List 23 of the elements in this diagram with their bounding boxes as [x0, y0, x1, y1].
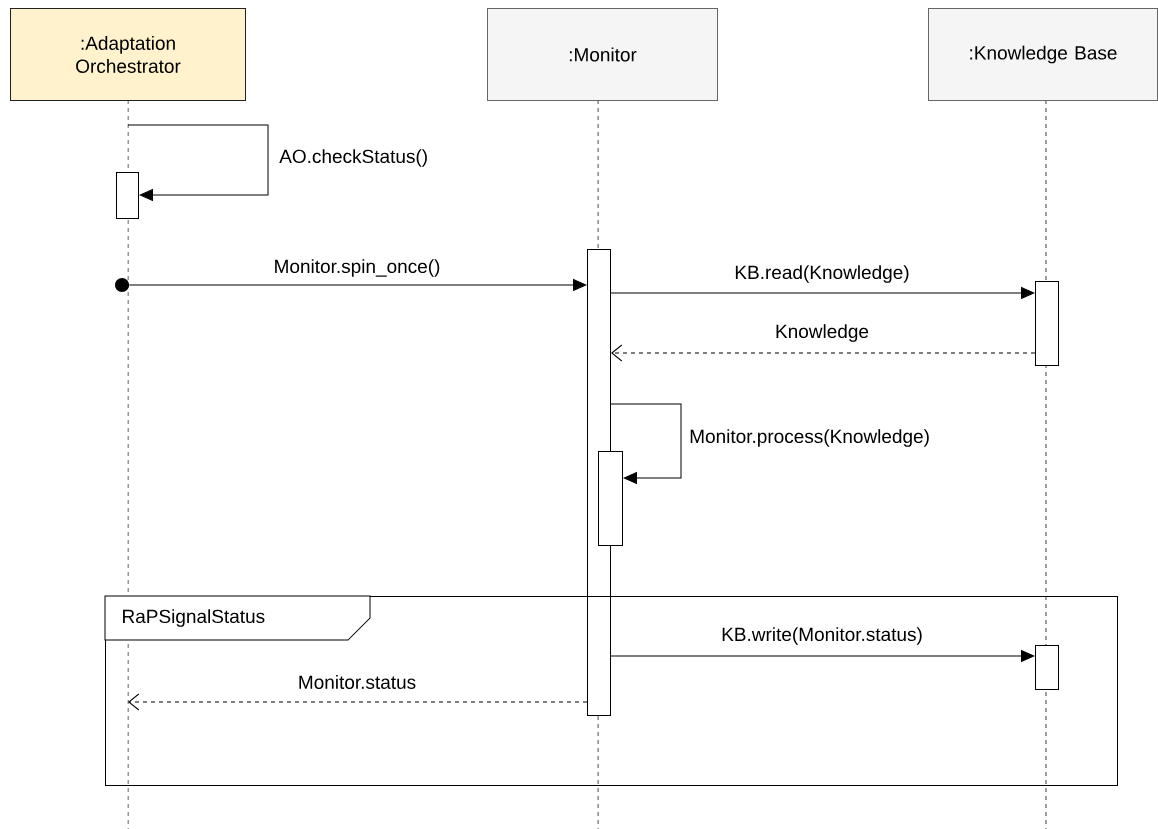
activation-bar — [1035, 645, 1059, 690]
activation-bar — [598, 451, 623, 546]
message-label: KB.read(Knowledge) — [733, 264, 911, 284]
message-label: KB.write(Monitor.status) — [720, 626, 924, 646]
message-arrow — [610, 650, 1035, 662]
message-arrow — [610, 287, 1035, 299]
lifeline-head-box: :Knowledge Base — [928, 8, 1158, 101]
message-arrow — [128, 279, 587, 291]
lifeline-head-box: :Monitor — [487, 8, 718, 101]
return-arrow — [611, 344, 1036, 362]
frame-label: RaPSignalStatus — [104, 595, 371, 641]
message-label: Monitor.process(Knowledge) — [688, 428, 931, 448]
activation-bar — [116, 172, 139, 219]
self-message-arrow — [127, 124, 269, 201]
message-label: Monitor.spin_once() — [272, 258, 442, 278]
message-label: Knowledge — [774, 323, 870, 343]
return-arrow — [128, 693, 588, 711]
lifeline-head-box: :Adaptation Orchestrator — [10, 8, 246, 101]
message-label: Monitor.status — [296, 674, 418, 690]
self-message-arrow — [610, 403, 682, 484]
activation-bar — [1035, 281, 1059, 366]
start-dot — [115, 278, 129, 292]
message-label: AO.checkStatus() — [278, 148, 430, 168]
